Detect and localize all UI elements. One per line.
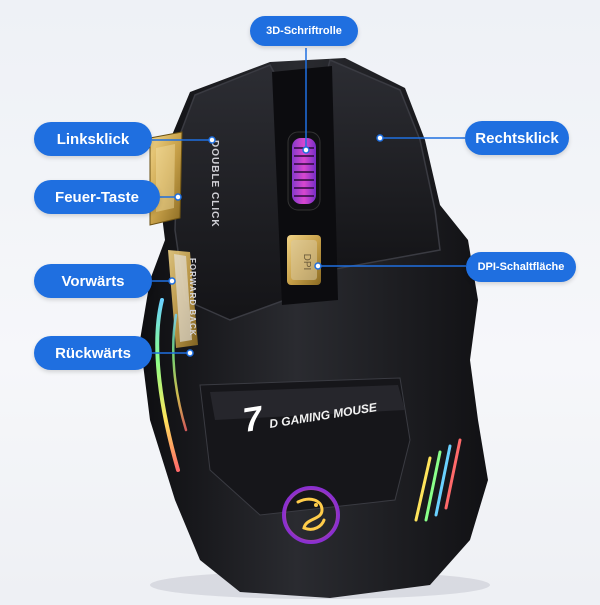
label-fire-key: Feuer-Taste: [34, 180, 160, 214]
double-click-print: DOUBLE CLICK: [209, 140, 220, 228]
rgb-strip-left: [155, 298, 180, 472]
label-scroll-wheel: 3D-Schriftrolle: [250, 16, 358, 46]
label-dpi-button: DPI-Schaltfläche: [466, 252, 576, 282]
label-left-click: Linksklick: [34, 122, 152, 156]
right-click-button: [324, 58, 441, 271]
forward-back-print: FORWARD BACK: [188, 258, 197, 337]
label-forward: Vorwärts: [34, 264, 152, 298]
dpi-print: DPI: [301, 254, 312, 271]
callout-lines: [152, 48, 466, 354]
label-right-click: Rechtsklick: [465, 121, 569, 155]
label-back: Rückwärts: [34, 336, 152, 370]
dragon-logo-icon: [282, 486, 340, 544]
rgb-vents-right: [414, 438, 462, 522]
